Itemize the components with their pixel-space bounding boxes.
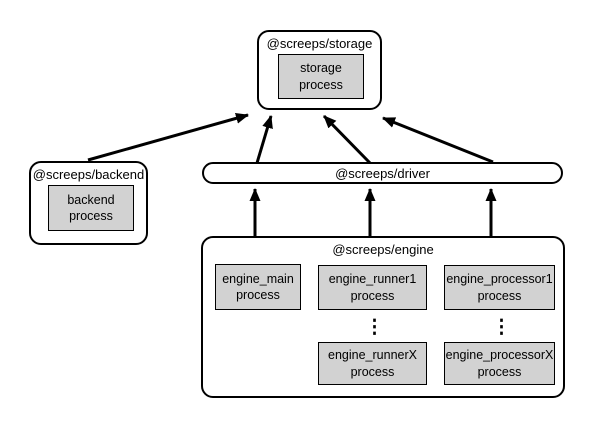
engine-main-label-line1: engine_main [222, 271, 294, 286]
driver-node: @screeps/driver [202, 162, 563, 184]
backend-process-box: backend process [48, 185, 134, 231]
engine-node-title: @screeps/engine [332, 242, 434, 257]
engine-processor1-label-line2: process [477, 288, 522, 303]
arrow-backend-to-storage [87, 112, 249, 162]
storage-process-box: storage process [278, 54, 364, 99]
driver-node-title: @screeps/driver [335, 165, 430, 181]
storage-node: @screeps/storage storage process [257, 30, 382, 110]
engine-processorX-label-line2: process [477, 364, 522, 379]
engine-runnerX-process-box: engine_runnerX process [318, 342, 427, 385]
engine-processor1-process-box: engine_processor1 process [444, 265, 555, 310]
arrow-driver-to-storage-left [255, 115, 273, 164]
engine-runnerX-label-line2: process [350, 364, 395, 379]
processor-ellipsis: ⋮ [492, 317, 511, 338]
engine-processor1-label-line1: engine_processor1 [446, 272, 553, 286]
storage-process-label-line1: storage [300, 61, 342, 75]
engine-processorX-label-line1: engine_processorX [445, 348, 554, 362]
arrow-driver-to-storage-middle [322, 114, 372, 165]
engine-main-process-box: engine_main process [215, 264, 301, 310]
engine-processorX-process-box: engine_processorX process [444, 342, 555, 385]
arrow-driver-to-storage-right [382, 116, 494, 164]
runner-ellipsis: ⋮ [365, 317, 384, 338]
engine-runner1-label-line1: engine_runner1 [328, 272, 417, 286]
backend-node-title: @screeps/backend [32, 167, 145, 182]
backend-node: @screeps/backend backend process [29, 161, 148, 245]
storage-node-title: @screeps/storage [266, 36, 373, 51]
engine-runnerX-label-line1: engine_runnerX [328, 348, 417, 362]
storage-process-label-line2: process [299, 77, 343, 92]
engine-main-label-line2: process [236, 288, 280, 302]
engine-node: @screeps/engine engine_main process engi… [201, 236, 565, 398]
engine-runner1-process-box: engine_runner1 process [318, 265, 427, 310]
backend-process-label-line2: process [69, 209, 113, 223]
engine-runner1-label-line2: process [350, 288, 395, 303]
backend-process-label-line1: backend [67, 192, 115, 207]
